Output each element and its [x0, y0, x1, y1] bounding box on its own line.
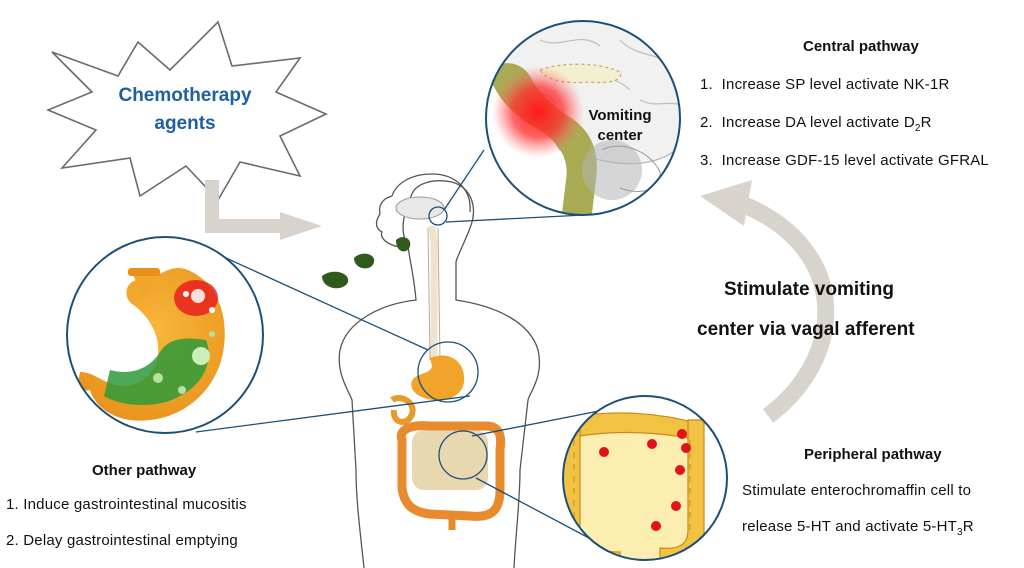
human-body-outline [338, 180, 541, 568]
central-item-2: 2. Increase DA level activate D2R [700, 114, 932, 134]
esophagus-outline [427, 227, 441, 361]
peripheral-pathway-title: Peripheral pathway [804, 446, 942, 463]
central-item-2-sub: 2 [914, 123, 921, 134]
body-large-intestine [396, 421, 506, 521]
other-item-2: 2. Delay gastrointestinal emptying [6, 532, 238, 549]
chemotherapy-label-line1: Chemotherapy [118, 85, 252, 106]
central-item-3: 3. Increase GDF-15 level activate GFRAL [700, 152, 989, 169]
intestine-focus-circle [438, 430, 488, 480]
small-intestine [412, 430, 488, 490]
vomit-blob-3 [322, 271, 349, 289]
brain-connector-top [443, 149, 485, 211]
central-pathway-title: Central pathway [803, 38, 919, 55]
stomach-focus-circle [417, 341, 479, 403]
vagal-arrow-head [700, 180, 752, 226]
chemotherapy-label: Chemotherapy agents [95, 82, 275, 138]
other-item-1: 1. Induce gastrointestinal mucositis [6, 496, 247, 513]
chemo-to-brain-arrow [205, 180, 282, 233]
central-item-1-num: 1. [700, 76, 713, 93]
stimulate-line2: center via vagal afferent [697, 319, 915, 340]
central-item-2-text: Increase DA level activate D [721, 114, 915, 131]
central-item-2-post: R [920, 114, 932, 131]
stomach-zoom [66, 236, 264, 434]
stomach-connector-top [225, 257, 429, 351]
brain-zoom [485, 20, 681, 216]
vagal-afferent-arrow [738, 196, 835, 423]
peripheral-line2-sub: 3 [956, 527, 963, 538]
stimulate-line1: Stimulate vomiting [724, 279, 894, 300]
vomiting-center-line2: center [597, 127, 643, 144]
vomit-blob-1 [396, 237, 411, 252]
central-item-1: 1. Increase SP level activate NK-1R [700, 76, 950, 93]
peripheral-line2-post: R [962, 518, 974, 535]
chemotherapy-burst-shape [45, 20, 328, 202]
central-item-3-num: 3. [700, 152, 713, 169]
chemo-arrow-head [280, 212, 322, 240]
esophagus [428, 225, 438, 360]
head-brain-icon [395, 196, 445, 220]
other-pathway-title: Other pathway [92, 462, 197, 479]
central-item-3-text: Increase GDF-15 level activate GFRAL [721, 152, 989, 169]
brain-connector-bottom [445, 214, 585, 223]
peripheral-line1: Stimulate enterochromaffin cell to [742, 482, 972, 499]
colon-connector-top [471, 409, 605, 437]
peripheral-line2: release 5-HT and activate 5-HT3R [742, 518, 974, 538]
vomiting-center-line1: Vomiting [588, 107, 652, 124]
body-stomach [411, 355, 465, 401]
brain-focus-circle [428, 206, 448, 226]
duodenum [390, 394, 416, 425]
central-item-2-num: 2. [700, 114, 713, 131]
peripheral-line2-text: release 5-HT and activate 5-HT [742, 518, 957, 535]
colon-zoom [562, 395, 728, 561]
vomit-blob-2 [354, 253, 375, 269]
vomiting-center-label: Vomiting center [575, 106, 665, 146]
stomach-connector-bottom [195, 395, 471, 433]
head-outline [391, 173, 471, 213]
chemotherapy-label-line2: agents [154, 113, 216, 134]
colon-connector-bottom [475, 477, 605, 547]
central-item-1-text: Increase SP level activate NK-1R [721, 76, 950, 93]
